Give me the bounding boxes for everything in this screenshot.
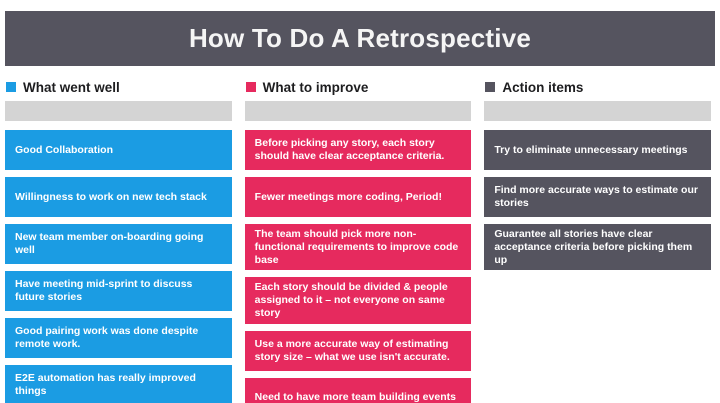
retro-card[interactable]: Try to eliminate unnecessary meetings <box>484 130 711 170</box>
column-color-swatch-icon <box>6 82 16 92</box>
retro-card[interactable]: E2E automation has really improved thing… <box>5 365 232 403</box>
column-color-swatch-icon <box>245 82 256 92</box>
column-header-action-items: Action items <box>485 79 711 95</box>
column-action-items: Action items Try to eliminate unnecessar… <box>484 79 711 403</box>
column-label: What to improve <box>262 79 369 95</box>
card-list: Good Collaboration Willingness to work o… <box>5 130 232 403</box>
column-color-swatch-icon <box>485 82 496 92</box>
retro-card[interactable]: Willingness to work on new tech stack <box>5 177 232 217</box>
columns-container: What went well Good Collaboration Willin… <box>0 66 720 403</box>
retro-card[interactable]: Have meeting mid-sprint to discuss futur… <box>5 271 232 311</box>
retro-card[interactable]: Guarantee all stories have clear accepta… <box>484 224 711 271</box>
add-card-input[interactable] <box>244 101 472 121</box>
page-title: How To Do A Retrospective <box>188 23 532 53</box>
retro-card[interactable]: New team member on-boarding going well <box>5 224 232 264</box>
column-to-improve: What to improve Before picking any story… <box>244 79 472 403</box>
column-label: Action items <box>502 79 584 95</box>
card-list: Before picking any story, each story sho… <box>244 130 472 403</box>
retro-card[interactable]: Good pairing work was done despite remot… <box>5 318 232 358</box>
column-header-to-improve: What to improve <box>245 79 472 95</box>
retro-card[interactable]: Need to have more team building events <box>244 377 472 403</box>
column-label: What went well <box>23 79 120 95</box>
retro-card[interactable]: The team should pick more non-functional… <box>244 224 472 271</box>
retro-card[interactable]: Use a more accurate way of estimating st… <box>244 330 472 371</box>
column-header-went-well: What went well <box>6 79 232 95</box>
add-card-input[interactable] <box>5 101 232 121</box>
column-went-well: What went well Good Collaboration Willin… <box>5 79 232 403</box>
retro-card[interactable]: Find more accurate ways to estimate our … <box>484 177 711 217</box>
retro-card[interactable]: Each story should be divided & people as… <box>244 277 472 324</box>
retro-card[interactable]: Fewer meetings more coding, Period! <box>244 177 472 217</box>
retro-card[interactable]: Good Collaboration <box>5 130 232 170</box>
retro-card[interactable]: Before picking any story, each story sho… <box>244 130 472 170</box>
add-card-input[interactable] <box>484 101 711 121</box>
title-banner: How To Do A Retrospective <box>5 11 715 66</box>
card-list: Try to eliminate unnecessary meetings Fi… <box>484 130 711 271</box>
